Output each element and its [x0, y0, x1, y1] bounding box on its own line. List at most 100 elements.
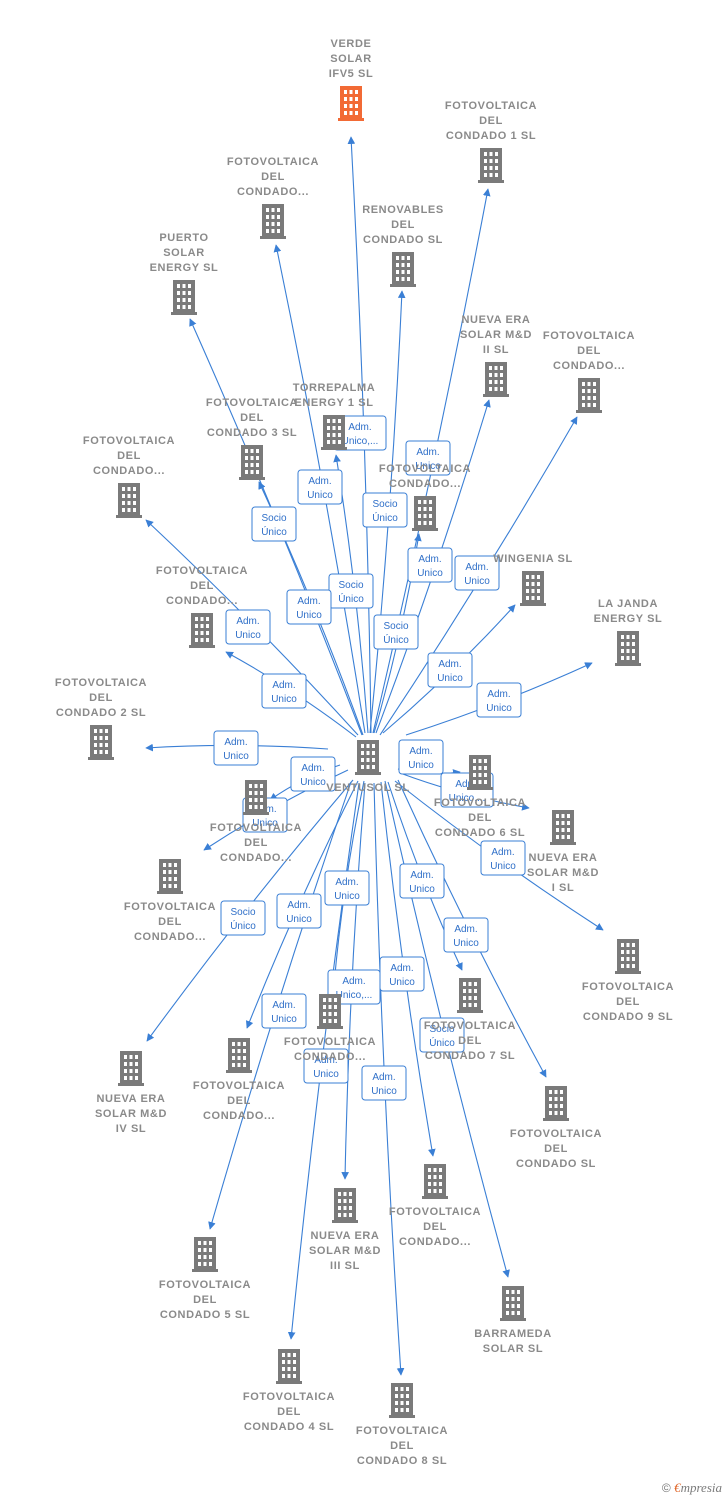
company-node[interactable]: FOTOVOLTAICACONDADO...: [379, 463, 471, 531]
relation-badge-text: Adm.: [438, 659, 461, 670]
company-node[interactable]: FOTOVOLTAICADELCONDADO...: [389, 1164, 481, 1248]
relation-badge-text: Unico: [415, 461, 441, 472]
relation-badge[interactable]: Adm.Unico: [427, 652, 473, 688]
building-icon: [467, 755, 493, 790]
brand-name: mpresia: [680, 1480, 722, 1495]
building-icon: [317, 994, 343, 1029]
company-node[interactable]: FOTOVOLTAICADELCONDADO...: [193, 1038, 285, 1122]
relation-badge[interactable]: Adm.Unico: [480, 840, 526, 876]
building-icon: [412, 496, 438, 531]
company-name: III SL: [330, 1260, 360, 1272]
building-icon: [576, 378, 602, 413]
relation-badge-text: Adm.: [390, 963, 413, 974]
relation-badge[interactable]: Adm.Unico: [225, 609, 271, 645]
relation-badge[interactable]: Adm.Unico: [399, 863, 445, 899]
relation-badge-text: Unico: [313, 1069, 339, 1080]
relation-badge[interactable]: Adm.Unico: [398, 739, 444, 775]
relation-badge-box: [297, 469, 343, 505]
relation-badge[interactable]: Adm.Unico: [407, 547, 453, 583]
relation-badge[interactable]: Adm.Unico: [324, 870, 370, 906]
company-node[interactable]: FOTOVOLTAICADELCONDADO...: [83, 435, 175, 518]
company-name: SOLAR M&D: [460, 329, 532, 341]
relation-badge[interactable]: Adm.Unico: [443, 917, 489, 953]
relation-badge[interactable]: Adm.Unico: [213, 730, 259, 766]
company-node[interactable]: WINGENIA SL: [493, 553, 573, 606]
copyright-footer: © €mpresia: [662, 1480, 722, 1496]
relation-badge-box: [220, 900, 266, 936]
company-name: FOTOVOLTAICA: [227, 156, 319, 168]
building-icon: [192, 1237, 218, 1272]
center-company-node[interactable]: VENTUSOL SL: [326, 740, 409, 794]
building-icon: [118, 1051, 144, 1086]
relation-badge-text: Adm.: [308, 476, 331, 487]
company-name: CONDADO 5 SL: [160, 1309, 250, 1321]
relation-badge[interactable]: Adm.Unico: [290, 756, 336, 792]
relation-badge[interactable]: Adm.Unico: [361, 1065, 407, 1101]
company-node[interactable]: FOTOVOLTAICADELCONDADO...: [156, 565, 248, 648]
company-name: CONDADO 8 SL: [357, 1455, 447, 1467]
relation-badge-text: Adm.: [410, 870, 433, 881]
company-name: II SL: [483, 344, 509, 356]
company-node[interactable]: FOTOVOLTAICADELCONDADO...: [124, 859, 216, 943]
relation-badge[interactable]: Adm. Unico: [303, 1048, 349, 1084]
relation-badge[interactable]: Adm.Unico: [297, 469, 343, 505]
relation-badge-text: Único: [429, 1036, 455, 1049]
relation-badge-text: Unico: [271, 1014, 297, 1025]
relation-badge[interactable]: Adm.Unico: [379, 956, 425, 992]
relation-badge-text: Adm.: [314, 1055, 337, 1066]
relation-badge[interactable]: Adm.Unico,...: [333, 415, 387, 451]
relation-badge[interactable]: Adm.Unico: [286, 589, 332, 625]
company-node[interactable]: FOTOVOLTAICADELCONDADO...: [210, 780, 302, 864]
relation-badge-box: [261, 993, 307, 1029]
company-name: FOTOVOLTAICA: [379, 463, 471, 475]
company-node[interactable]: FOTOVOLTAICACONDADO...: [284, 994, 376, 1063]
relation-badge-text: Adm.: [454, 924, 477, 935]
company-node[interactable]: FOTOVOLTAICADELCONDADO...: [227, 156, 319, 239]
relation-badge[interactable]: Adm.Unico: [261, 993, 307, 1029]
relation-badge[interactable]: Adm. Unico: [405, 440, 451, 476]
company-name: RENOVABLES: [362, 204, 444, 216]
company-name: DEL: [240, 412, 264, 424]
relation-badge-text: Adm.: [416, 447, 439, 458]
company-name: SOLAR: [163, 247, 205, 259]
company-node[interactable]: FOTOVOLTAICADELCONDADO...: [543, 330, 635, 413]
relation-badge-text: Adm.: [297, 596, 320, 607]
relation-badge-box: [419, 1017, 465, 1053]
relation-badge-text: Unico: [235, 630, 261, 641]
relation-badge-text: Socio: [429, 1024, 454, 1035]
relation-badge-box: [303, 1048, 349, 1084]
relation-badge-box: [261, 673, 307, 709]
company-name: FOTOVOLTAICA: [434, 797, 526, 809]
relation-badge[interactable]: Adm.Unico: [276, 893, 322, 929]
relation-badge[interactable]: Adm.Unico: [454, 555, 500, 591]
relation-badge[interactable]: Adm.Unico: [476, 682, 522, 718]
relation-badge[interactable]: Adm.Unico: [261, 673, 307, 709]
